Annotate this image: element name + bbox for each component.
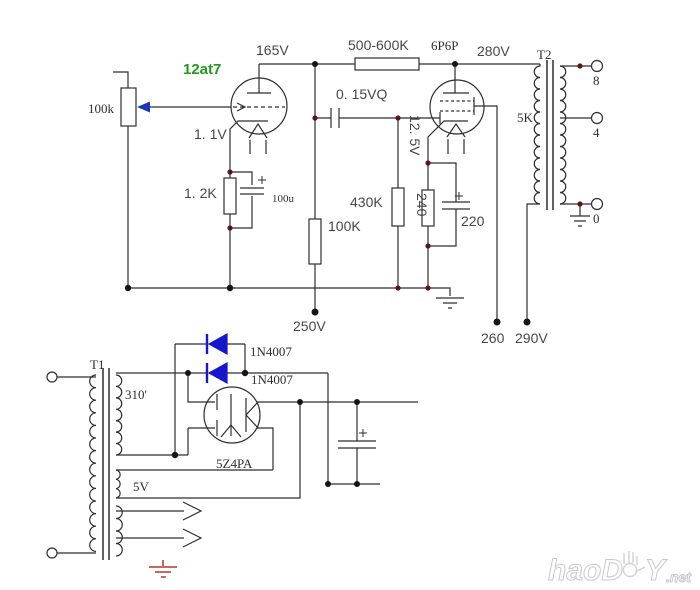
labels: 12at7 100k 165V 500-600K 6P6P 280V 0. 15… [88,37,600,494]
diode-1n4007-top [205,332,228,356]
output-transformer [526,59,604,322]
rectifier-tube-label: 5Z4PA [216,456,253,471]
tube2-envelope [429,79,485,135]
t1-core [102,368,110,560]
chassis-ground-symbol [149,560,177,578]
t2-bplus-wire [526,203,540,322]
cap-100u-plus [258,176,266,184]
tube2-plate [443,64,469,94]
resistor-1k2 [223,177,237,215]
cathode2-voltage: 12. 5V [407,115,423,156]
5v-winding-label: 5V [133,479,150,494]
pot-wiper-arrow [137,101,150,113]
tap-4-label: 4 [593,125,600,140]
t1-primary-winding [89,374,97,552]
tube1-plate [247,64,271,94]
resistor-430k [391,187,405,227]
watermark-suffix: .net [666,569,692,585]
ground-symbol [436,297,464,309]
cathode2-resistor-label: 240 [414,193,430,217]
tap-8-label: 8 [593,73,600,88]
5v-bottom-lead [116,402,301,499]
tube2-grids [440,100,474,112]
tube2-label: 6P6P [431,38,458,53]
hv-diode-wires [116,343,328,456]
t2-ground-symbol [570,204,590,227]
supply-260-label: 260 [481,330,505,346]
mains-terminal-top [46,371,58,383]
watermark-part2: Y [645,554,668,587]
rect-plate2 [187,420,218,455]
tube1-label: 12at7 [183,61,221,78]
volume-pot [120,87,137,127]
junction-dots-red [227,63,583,291]
rect-cathode [245,398,259,432]
junction-dots-black [124,61,531,487]
grid2-resistor-label: 430K [350,194,383,210]
supply-250-label: 250V [293,318,326,334]
t1-primary-leads [57,376,96,554]
filter-cap-plus [359,429,367,437]
diode-1n4007-bottom [205,361,228,385]
watermark-part1: haoD [548,554,623,587]
hand-icon [622,551,646,578]
diode-return-wire [327,373,380,485]
tube1-heater [248,122,268,154]
heater-lead-1 [116,501,203,521]
cathode1-resistor-label: 1. 2K [184,185,217,201]
rect-plate1 [187,373,218,410]
resistor-100k [308,218,322,265]
node-resistor-label: 100K [328,218,361,234]
cathode2-cap-label: 220 [461,213,485,229]
heater-lead-2 [116,528,203,548]
t2-tap-wires [560,65,592,205]
pot-top-lead [113,71,129,88]
t1-heater-winding [115,505,123,557]
rectifier-tube-envelope [203,386,261,444]
watermark: haoD Y .net [548,551,693,588]
t2-label: T2 [537,47,551,62]
cathode1-cap-label: 100u [272,193,295,205]
signal-arrow [236,102,247,112]
5v-top-lead [116,427,274,471]
supply-290-label: 290V [515,330,548,346]
rect-heater [220,424,242,438]
t1-5v-winding [115,469,121,499]
tap-0-label: 0 [593,211,600,226]
mains-terminal-bottom [46,547,58,559]
t2-core [546,60,554,210]
speaker-terminal-4 [590,111,604,125]
screen-wire [474,105,498,322]
pot-label: 100k [88,101,115,116]
preamp-stage [113,57,540,312]
t1-label: T1 [90,357,104,372]
t1-hv-winding [115,374,123,456]
rail-resistor-500-600k [354,57,420,71]
cap-220-plus [455,192,463,200]
ground-rail [128,287,451,296]
tube2-heater [446,122,466,154]
tube2-grid-entry [398,112,441,124]
cap-220 [428,162,470,247]
cathode1-voltage: 1. 1V [194,126,227,142]
t2-secondary-winding [559,65,567,205]
speaker-terminal-8 [590,59,604,73]
cap-100u [230,171,264,229]
speaker-terminal-0 [590,197,604,211]
t2-primary-winding [533,64,541,205]
t2-primary-label: 5K [517,110,534,125]
plate2-voltage: 280V [477,43,510,59]
tube1-cathode [229,120,268,172]
output-stage [391,64,498,322]
rail-resistor-label: 500-600K [348,37,409,53]
coupling-cap-label: 0. 15VQ [336,86,387,102]
coupling-cap [315,108,398,128]
filter-cap [338,402,376,484]
plate1-voltage: 165V [256,42,289,58]
hv-winding-label: 310' [125,387,147,402]
tube2-cathode [427,120,468,163]
diode2-label: 1N4007 [251,372,293,387]
diode1-label: 1N4007 [250,344,292,359]
